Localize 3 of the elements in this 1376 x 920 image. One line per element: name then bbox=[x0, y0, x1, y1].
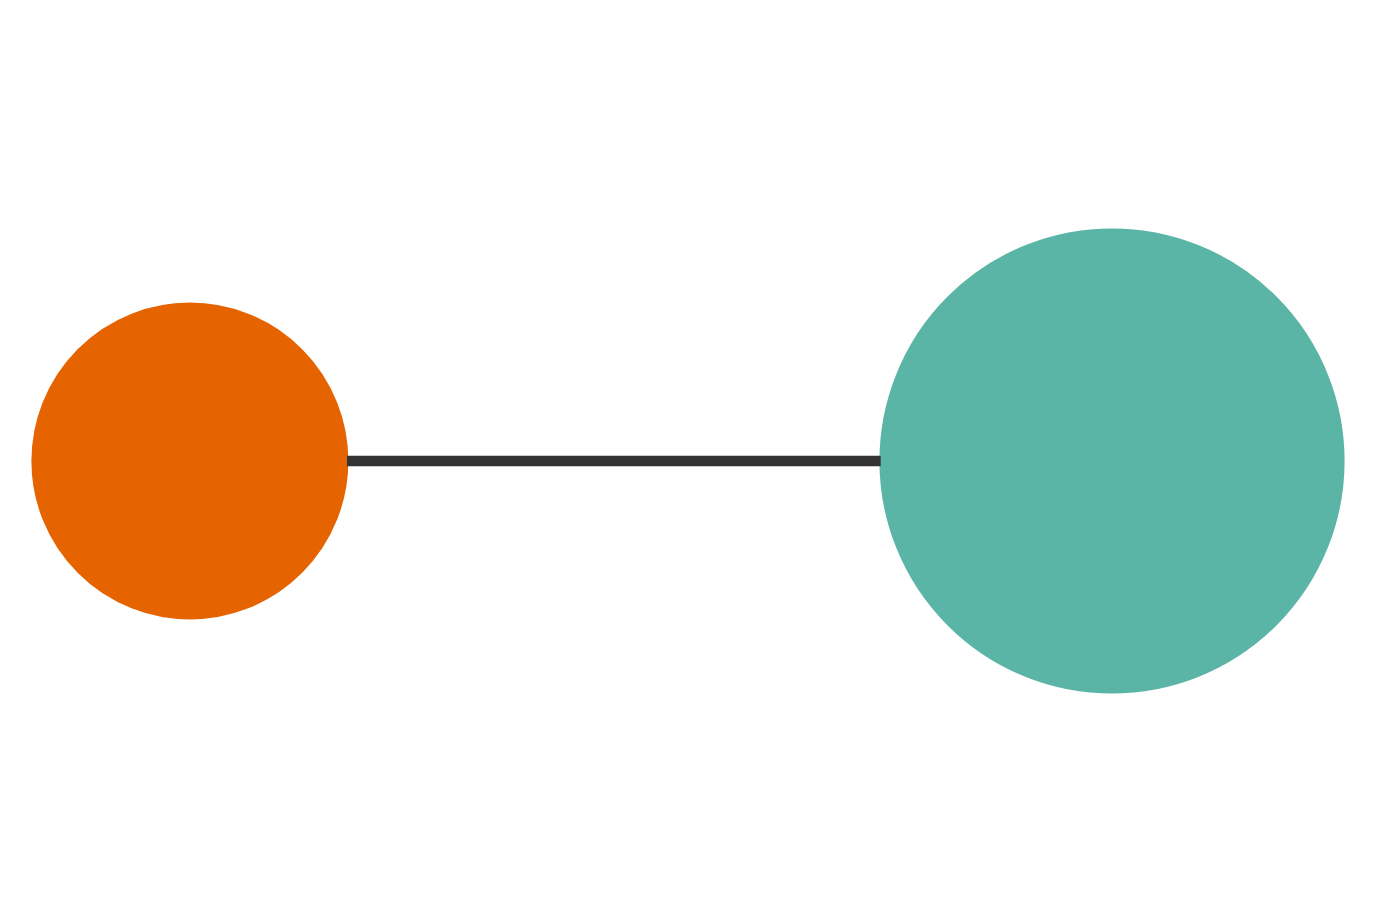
node-circle bbox=[31, 301, 349, 619]
node-circle bbox=[879, 227, 1345, 693]
connector bbox=[347, 454, 881, 466]
